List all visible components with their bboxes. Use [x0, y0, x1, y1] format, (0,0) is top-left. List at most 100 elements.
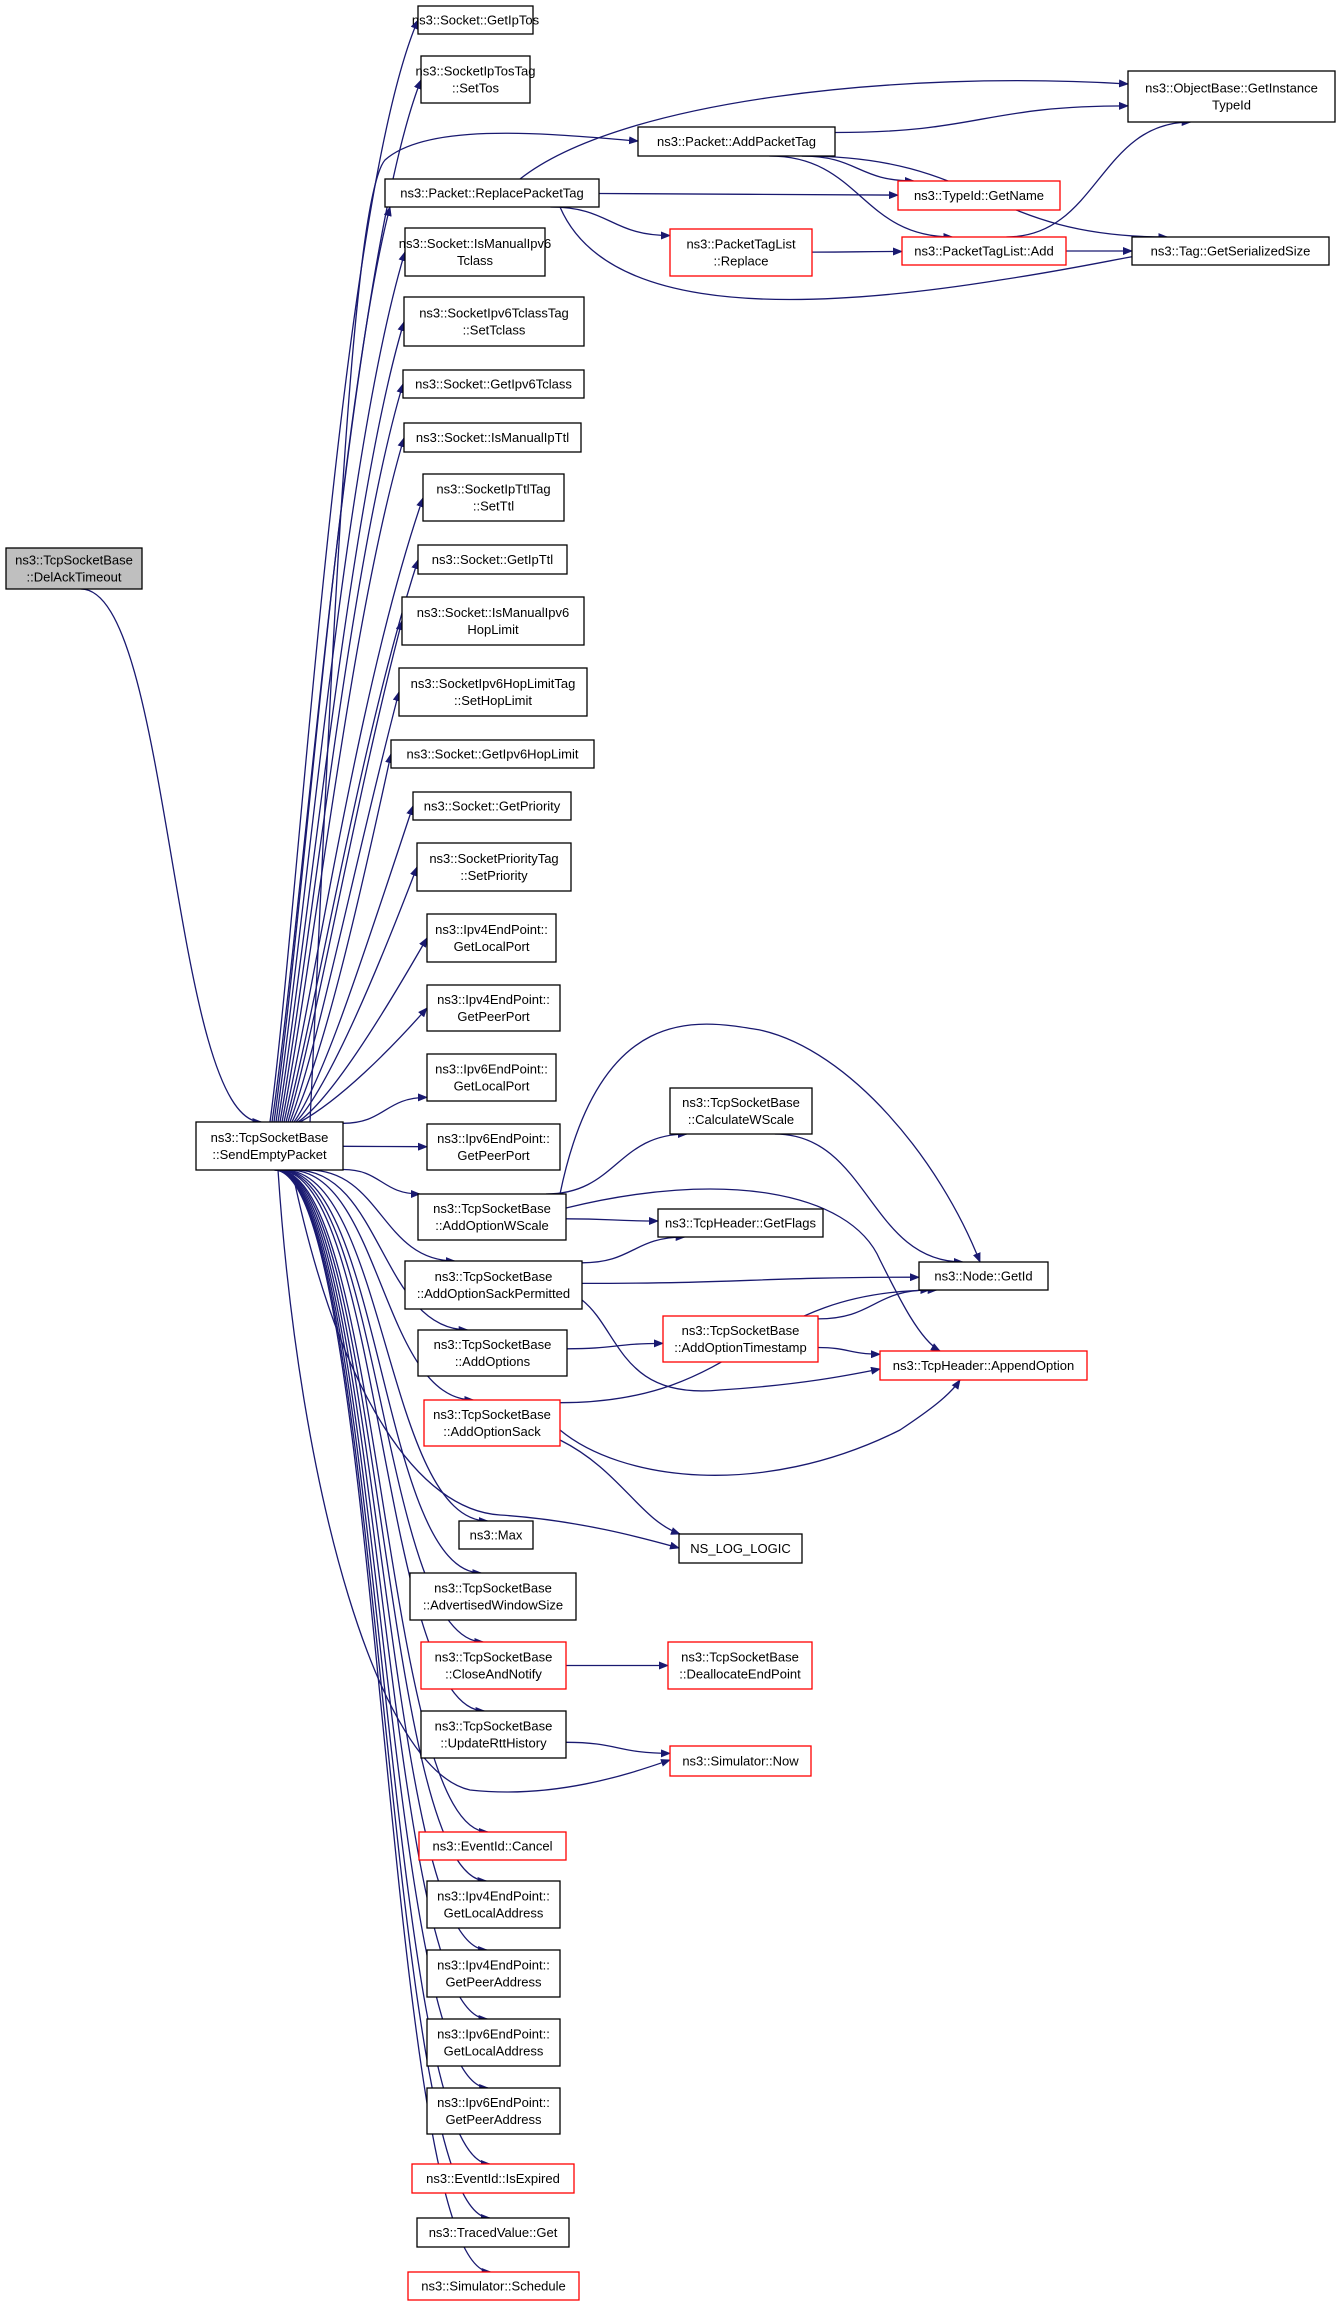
node-box[interactable] — [897, 180, 1061, 211]
graph-node-n14[interactable]: ns3::Socket::GetPriority — [412, 791, 572, 821]
node-box[interactable] — [412, 791, 572, 821]
graph-node-n40[interactable]: ns3::PacketTagList::Add — [901, 236, 1067, 266]
node-box[interactable] — [426, 1880, 561, 1929]
graph-node-n21[interactable]: ns3::TcpSocketBase::AddOptionSackPermitt… — [404, 1260, 583, 1310]
node-box[interactable] — [657, 1208, 824, 1238]
graph-node-n25[interactable]: ns3::TcpSocketBase::AdvertisedWindowSize — [409, 1572, 577, 1621]
graph-node-n3[interactable]: ns3::SocketIpTosTag::SetTos — [416, 55, 536, 104]
node-box[interactable] — [669, 1087, 813, 1135]
graph-node-n27[interactable]: ns3::TcpSocketBase::UpdateRttHistory — [420, 1710, 567, 1759]
node-box[interactable] — [422, 473, 565, 522]
graph-node-n26[interactable]: ns3::TcpSocketBase::CloseAndNotify — [420, 1641, 567, 1690]
node-box[interactable] — [879, 1350, 1088, 1381]
graph-node-n4[interactable]: ns3::Packet::ReplacePacketTag — [384, 178, 600, 208]
graph-node-n30[interactable]: ns3::Ipv4EndPoint::GetPeerAddress — [426, 1949, 561, 1998]
node-box[interactable] — [420, 1710, 567, 1759]
graph-node-n28[interactable]: ns3::EventId::Cancel — [418, 1831, 567, 1861]
graph-node-n13[interactable]: ns3::Socket::GetIpv6HopLimit — [390, 739, 595, 769]
graph-node-n10[interactable]: ns3::Socket::GetIpTtl — [417, 544, 568, 575]
graph-node-n32[interactable]: ns3::Ipv6EndPoint::GetPeerAddress — [426, 2087, 561, 2135]
graph-node-n23[interactable]: ns3::TcpSocketBase::AddOptionSack — [423, 1399, 561, 1447]
graph-node-n35[interactable]: ns3::Simulator::Schedule — [407, 2271, 580, 2301]
graph-node-n1[interactable]: ns3::TcpSocketBase::SendEmptyPacket — [195, 1121, 344, 1171]
graph-node-n42[interactable]: ns3::TcpSocketBase::CalculateWScale — [669, 1087, 813, 1135]
node-box[interactable] — [417, 1193, 567, 1241]
graph-node-n33[interactable]: ns3::EventId::IsExpired — [411, 2163, 575, 2194]
graph-node-n39[interactable]: ns3::TypeId::GetName — [897, 180, 1061, 211]
node-box[interactable] — [667, 1641, 813, 1690]
graph-node-n12[interactable]: ns3::SocketIpv6HopLimitTag::SetHopLimit — [398, 667, 588, 717]
graph-node-n8[interactable]: ns3::Socket::IsManualIpTtl — [403, 422, 582, 453]
graph-node-n48[interactable]: ns3::TcpSocketBase::DeallocateEndPoint — [667, 1641, 813, 1690]
node-box[interactable] — [1127, 70, 1336, 123]
node-box[interactable] — [416, 2217, 570, 2248]
graph-node-n37[interactable]: ns3::PacketTagList::Replace — [669, 228, 813, 277]
node-box[interactable] — [423, 1399, 561, 1447]
graph-node-n24[interactable]: ns3::Max — [458, 1520, 534, 1550]
node-box[interactable] — [458, 1520, 534, 1550]
node-box[interactable] — [426, 1949, 561, 1998]
node-box[interactable] — [426, 2087, 561, 2135]
node-box[interactable] — [5, 547, 143, 590]
graph-node-n31[interactable]: ns3::Ipv6EndPoint::GetLocalAddress — [426, 2018, 561, 2067]
node-box[interactable] — [426, 984, 561, 1032]
node-box[interactable] — [409, 1572, 577, 1621]
graph-node-n49[interactable]: ns3::Simulator::Now — [669, 1745, 812, 1777]
graph-node-n43[interactable]: ns3::TcpHeader::GetFlags — [657, 1208, 824, 1238]
node-box[interactable] — [404, 227, 546, 277]
graph-node-n22[interactable]: ns3::TcpSocketBase::AddOptions — [417, 1329, 568, 1377]
node-box[interactable] — [403, 296, 585, 347]
node-box[interactable] — [398, 667, 588, 717]
graph-node-n17[interactable]: ns3::Ipv4EndPoint::GetPeerPort — [426, 984, 561, 1032]
node-box[interactable] — [669, 228, 813, 277]
node-box[interactable] — [662, 1315, 819, 1363]
graph-node-n47[interactable]: NS_LOG_LOGIC — [678, 1533, 803, 1564]
node-box[interactable] — [404, 1260, 583, 1310]
graph-node-n34[interactable]: ns3::TracedValue::Get — [416, 2217, 570, 2248]
node-box[interactable] — [918, 1261, 1049, 1291]
node-box[interactable] — [417, 5, 534, 35]
node-box[interactable] — [411, 2163, 575, 2194]
graph-node-n0[interactable]: ns3::TcpSocketBase::DelAckTimeout — [5, 547, 143, 590]
graph-node-n15[interactable]: ns3::SocketPriorityTag::SetPriority — [416, 842, 572, 892]
graph-node-n19[interactable]: ns3::Ipv6EndPoint::GetPeerPort — [426, 1123, 561, 1171]
node-box[interactable] — [403, 422, 582, 453]
graph-node-n18[interactable]: ns3::Ipv6EndPoint::GetLocalPort — [426, 1053, 557, 1102]
node-box[interactable] — [637, 126, 836, 157]
graph-node-n44[interactable]: ns3::Node::GetId — [918, 1261, 1049, 1291]
node-box[interactable] — [417, 1329, 568, 1377]
graph-node-n9[interactable]: ns3::SocketIpTtlTag::SetTtl — [422, 473, 565, 522]
graph-node-n20[interactable]: ns3::TcpSocketBase::AddOptionWScale — [417, 1193, 567, 1241]
node-box[interactable] — [420, 55, 531, 104]
node-box[interactable] — [1131, 236, 1330, 266]
graph-node-n36[interactable]: ns3::Packet::AddPacketTag — [637, 126, 836, 157]
graph-node-n6[interactable]: ns3::SocketIpv6TclassTag::SetTclass — [403, 296, 585, 347]
node-box[interactable] — [426, 2018, 561, 2067]
graph-node-n2[interactable]: ns3::Socket::GetIpTos — [412, 5, 540, 35]
node-box[interactable] — [669, 1745, 812, 1777]
node-box[interactable] — [426, 913, 557, 963]
node-box[interactable] — [402, 369, 585, 399]
graph-node-n46[interactable]: ns3::TcpHeader::AppendOption — [879, 1350, 1088, 1381]
node-box[interactable] — [407, 2271, 580, 2301]
node-box[interactable] — [420, 1641, 567, 1690]
node-box[interactable] — [384, 178, 600, 208]
node-box[interactable] — [678, 1533, 803, 1564]
node-box[interactable] — [901, 236, 1067, 266]
node-box[interactable] — [390, 739, 595, 769]
graph-node-n29[interactable]: ns3::Ipv4EndPoint::GetLocalAddress — [426, 1880, 561, 1929]
graph-node-n41[interactable]: ns3::Tag::GetSerializedSize — [1131, 236, 1330, 266]
node-box[interactable] — [417, 544, 568, 575]
node-box[interactable] — [418, 1831, 567, 1861]
node-box[interactable] — [426, 1053, 557, 1102]
node-box[interactable] — [401, 596, 585, 646]
graph-node-n7[interactable]: ns3::Socket::GetIpv6Tclass — [402, 369, 585, 399]
graph-node-n16[interactable]: ns3::Ipv4EndPoint::GetLocalPort — [426, 913, 557, 963]
node-box[interactable] — [426, 1123, 561, 1171]
node-box[interactable] — [195, 1121, 344, 1171]
graph-node-n45[interactable]: ns3::TcpSocketBase::AddOptionTimestamp — [662, 1315, 819, 1363]
node-box[interactable] — [416, 842, 572, 892]
